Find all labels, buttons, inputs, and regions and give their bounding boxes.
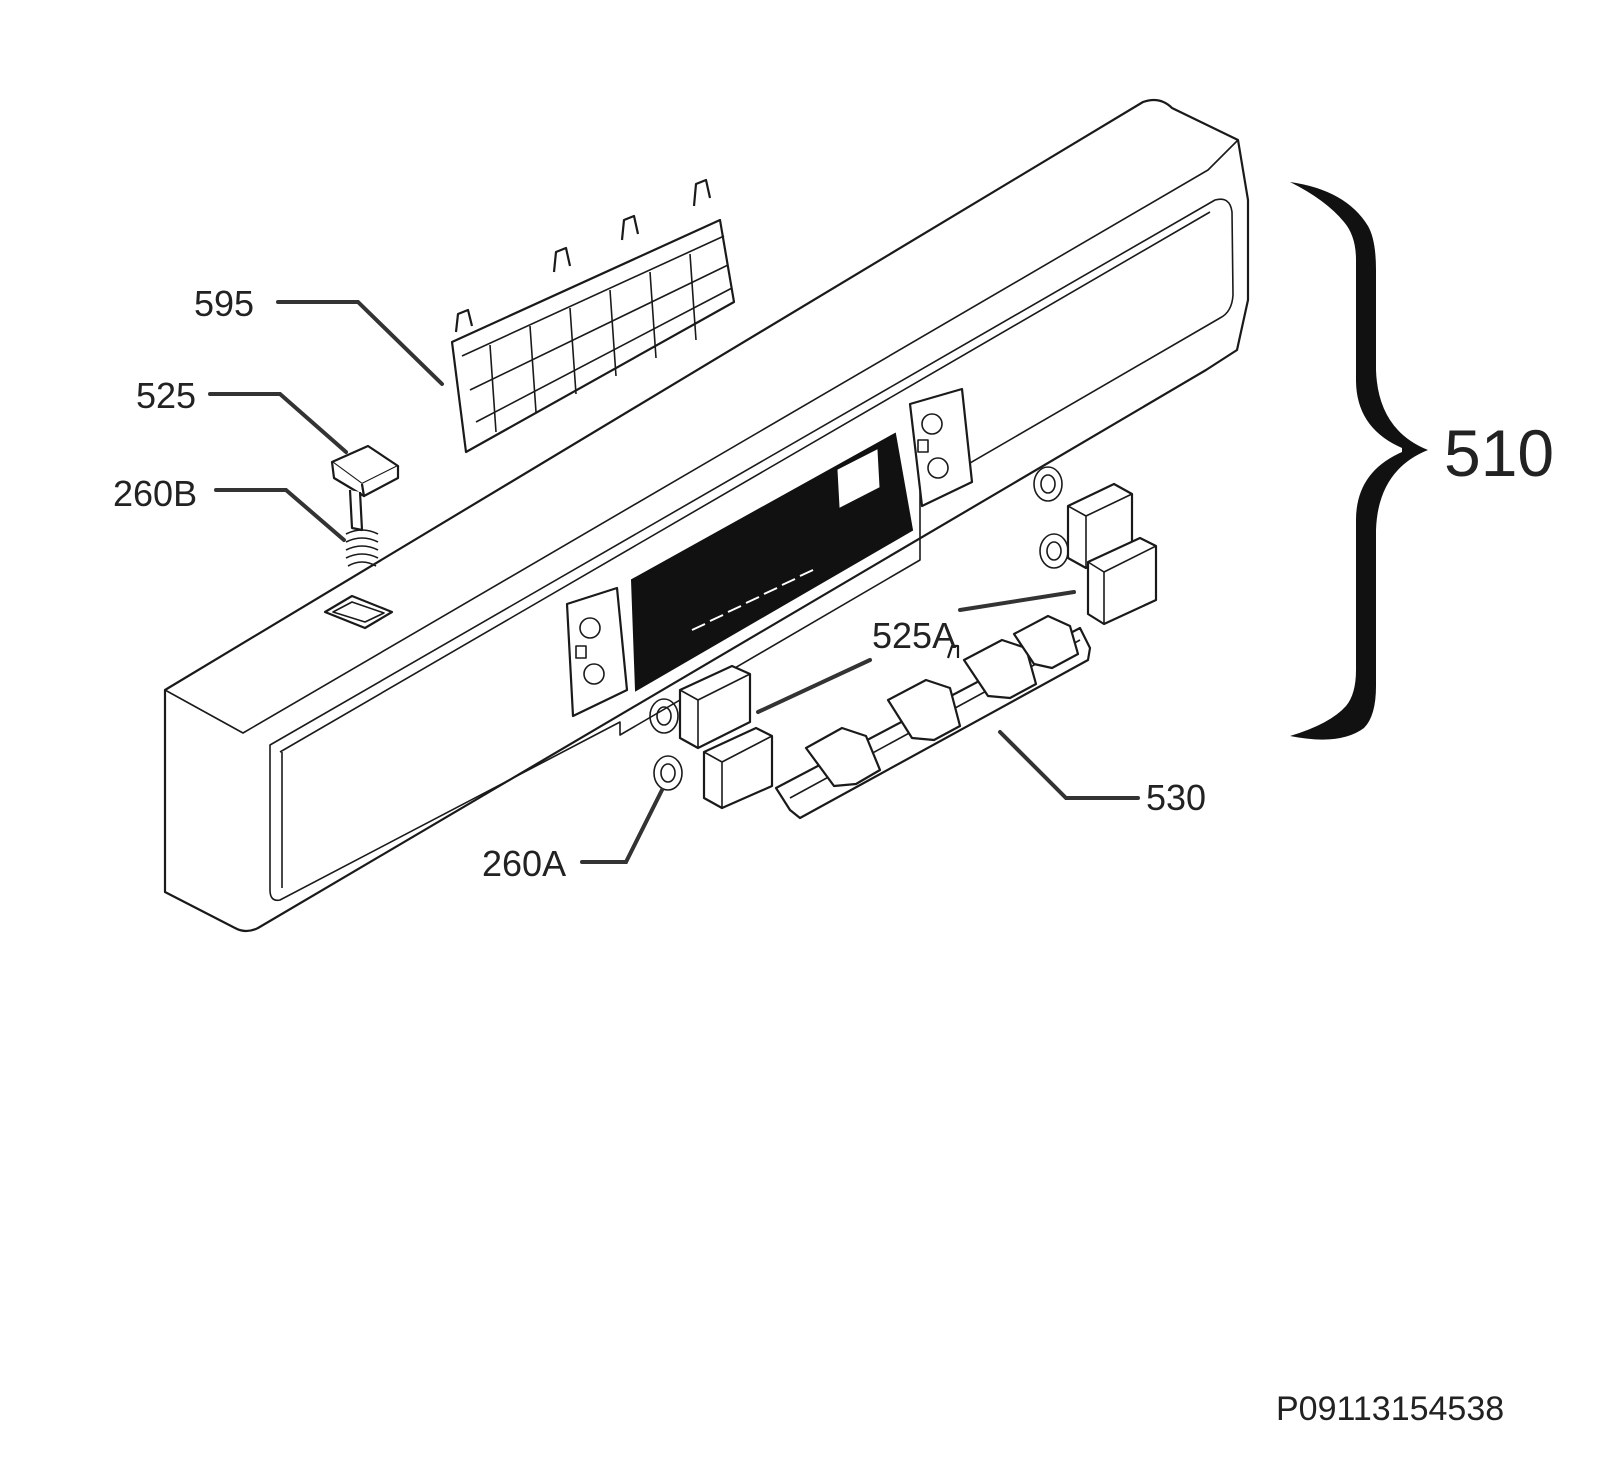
springs-260a [649, 466, 1069, 791]
part-label-530: 530 [1146, 777, 1206, 818]
part-label-525a: 525A [872, 615, 956, 656]
panel-cutout [323, 594, 394, 630]
button-bar-530 [774, 614, 1092, 820]
control-panel [163, 98, 1250, 933]
assembly-brace-510 [1290, 182, 1428, 740]
left-button-housing [565, 586, 629, 718]
part-label-595: 595 [194, 283, 254, 324]
part-label-260b: 260B [113, 473, 197, 514]
part-label-260a: 260A [482, 843, 566, 884]
part-label-525: 525 [136, 375, 196, 416]
button-cap-525 [330, 444, 400, 532]
leader-lines [208, 300, 1140, 864]
spring-260b [345, 529, 379, 567]
drawing-number: P09113154538 [1276, 1390, 1504, 1428]
part-label-510: 510 [1444, 416, 1554, 490]
button-caps-525a [678, 482, 1158, 810]
button-carrier-595 [450, 178, 736, 454]
right-button-housing [908, 387, 974, 508]
